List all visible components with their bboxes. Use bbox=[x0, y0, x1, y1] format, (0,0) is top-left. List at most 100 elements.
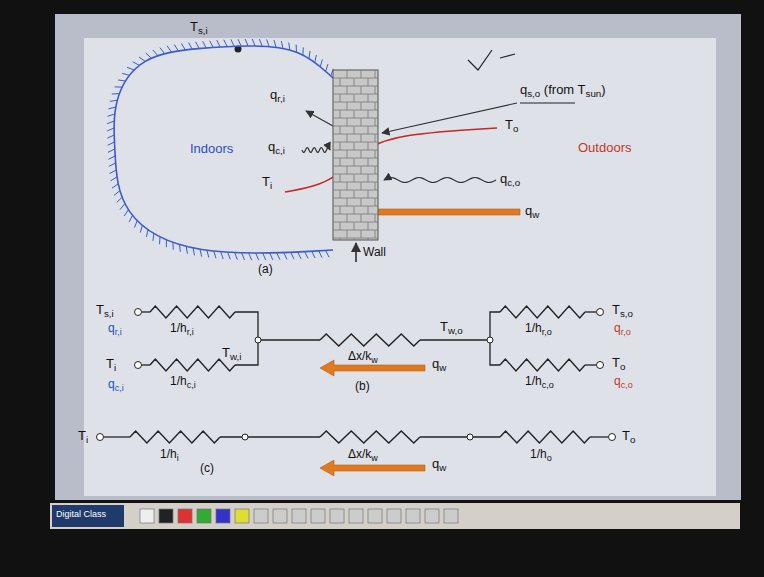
toolbar-icon bbox=[311, 509, 325, 523]
toolbar-icon bbox=[349, 509, 363, 523]
junction bbox=[255, 337, 261, 343]
junction bbox=[242, 434, 248, 440]
temperature-label: To bbox=[622, 429, 635, 444]
wall-illustration bbox=[235, 46, 576, 263]
terminal bbox=[135, 309, 142, 316]
toolbar-icon bbox=[273, 509, 287, 523]
toolbar-icon bbox=[425, 509, 439, 523]
junction bbox=[487, 337, 493, 343]
resistance-label: Δx/kw bbox=[348, 350, 378, 364]
resistor-symbol bbox=[150, 359, 235, 371]
terminal bbox=[97, 434, 104, 441]
wire bbox=[142, 311, 150, 312]
toolbar-logo bbox=[52, 505, 124, 527]
toolbar-icon bbox=[444, 509, 458, 523]
toolbar-icon bbox=[140, 509, 154, 523]
heat-flux-label: qr,o bbox=[614, 322, 631, 336]
toolbar-icon bbox=[254, 509, 268, 523]
convection-arrow bbox=[302, 148, 330, 153]
wall-pointer bbox=[355, 243, 357, 262]
toolbar-icon bbox=[368, 509, 382, 523]
temperature-label: To bbox=[612, 356, 625, 371]
heat-flux-label: qr,i bbox=[270, 88, 285, 103]
temperature-label: Ts,i bbox=[190, 20, 208, 35]
terminal bbox=[597, 309, 604, 316]
slide-frame bbox=[55, 14, 741, 500]
solar-arrow bbox=[382, 103, 517, 133]
wire bbox=[585, 311, 596, 312]
resistance-label: 1/ho bbox=[530, 448, 552, 462]
temperature-label: Ti bbox=[106, 357, 116, 372]
wire bbox=[420, 436, 500, 437]
temperature-label: Ti bbox=[78, 429, 88, 444]
resistor-symbol bbox=[130, 431, 220, 443]
resistor-symbol bbox=[320, 334, 420, 346]
terminal bbox=[135, 362, 142, 369]
temperature-label: Ts,o bbox=[612, 303, 633, 318]
terminal bbox=[609, 434, 616, 441]
resistance-label: 1/hc,o bbox=[525, 375, 554, 389]
figure-part: (c) bbox=[200, 462, 214, 476]
resistance-label: 1/hr,o bbox=[525, 322, 552, 336]
heat-flux-label: qs,o (from Tsun) bbox=[520, 83, 606, 98]
wire bbox=[220, 436, 320, 437]
temperature-label: To bbox=[505, 118, 518, 133]
toolbar-title: Digital Class bbox=[56, 509, 106, 519]
convection-arrow bbox=[384, 178, 496, 183]
heat-flux-label: qw bbox=[432, 357, 446, 372]
wall-label: Wall bbox=[363, 246, 386, 260]
heat-flux-label: qc,o bbox=[614, 375, 633, 389]
resistance-label: Δx/kw bbox=[348, 448, 378, 462]
toolbar-icon bbox=[330, 509, 344, 523]
resistor-symbol bbox=[320, 431, 420, 443]
temperature-label: Ti bbox=[262, 175, 272, 190]
toolbar-icon bbox=[178, 509, 192, 523]
brick-wall bbox=[333, 70, 378, 240]
temperature-label: Ts,i bbox=[96, 303, 114, 318]
figure-part: (a) bbox=[258, 263, 273, 277]
toolbar-icon bbox=[197, 509, 211, 523]
resistance-label: 1/hc,i bbox=[170, 375, 196, 389]
slide-panel bbox=[84, 38, 716, 496]
thermal-circuit bbox=[97, 306, 616, 476]
pen-annotation bbox=[468, 50, 515, 70]
region-label: Indoors bbox=[190, 142, 233, 157]
radiation-arrow bbox=[306, 111, 333, 126]
toolbar-icon bbox=[216, 509, 230, 523]
heat-flux-label: qc,i bbox=[268, 140, 285, 155]
wire bbox=[104, 436, 130, 437]
pen-underline bbox=[520, 102, 575, 103]
wire bbox=[420, 339, 490, 340]
heat-flux-label: qc,i bbox=[108, 378, 124, 392]
wall-block: Wall bbox=[333, 70, 378, 240]
toolbar-icon bbox=[292, 509, 306, 523]
indoor-region: Indoors bbox=[100, 30, 340, 265]
toolbar-icons bbox=[140, 509, 458, 523]
region-label: Outdoors bbox=[578, 141, 631, 156]
junction bbox=[467, 434, 473, 440]
resistor-symbol bbox=[150, 306, 235, 318]
toolbar-icon bbox=[406, 509, 420, 523]
resistor-symbol bbox=[500, 431, 590, 443]
figure-part: (b) bbox=[355, 380, 370, 394]
wire bbox=[585, 364, 596, 365]
heat-flux-label: qc,o bbox=[500, 172, 520, 187]
terminal bbox=[597, 362, 604, 369]
toolbar-icon bbox=[235, 509, 249, 523]
toolbar bbox=[50, 503, 740, 529]
wire bbox=[142, 364, 150, 365]
toolbar-icon bbox=[159, 509, 173, 523]
temperature-label: Tw,i bbox=[222, 346, 241, 361]
heat-flux-label: qr,i bbox=[108, 322, 122, 336]
resistor-symbol bbox=[500, 359, 585, 371]
toolbar-icon bbox=[387, 509, 401, 523]
heat-flux-label: qw bbox=[525, 204, 539, 219]
wire bbox=[258, 339, 320, 340]
resistance-label: 1/hr,i bbox=[170, 322, 194, 336]
temperature-profile bbox=[285, 128, 497, 192]
resistance-label: 1/hi bbox=[160, 448, 179, 462]
wire bbox=[590, 436, 608, 437]
resistor-symbol bbox=[500, 306, 585, 318]
